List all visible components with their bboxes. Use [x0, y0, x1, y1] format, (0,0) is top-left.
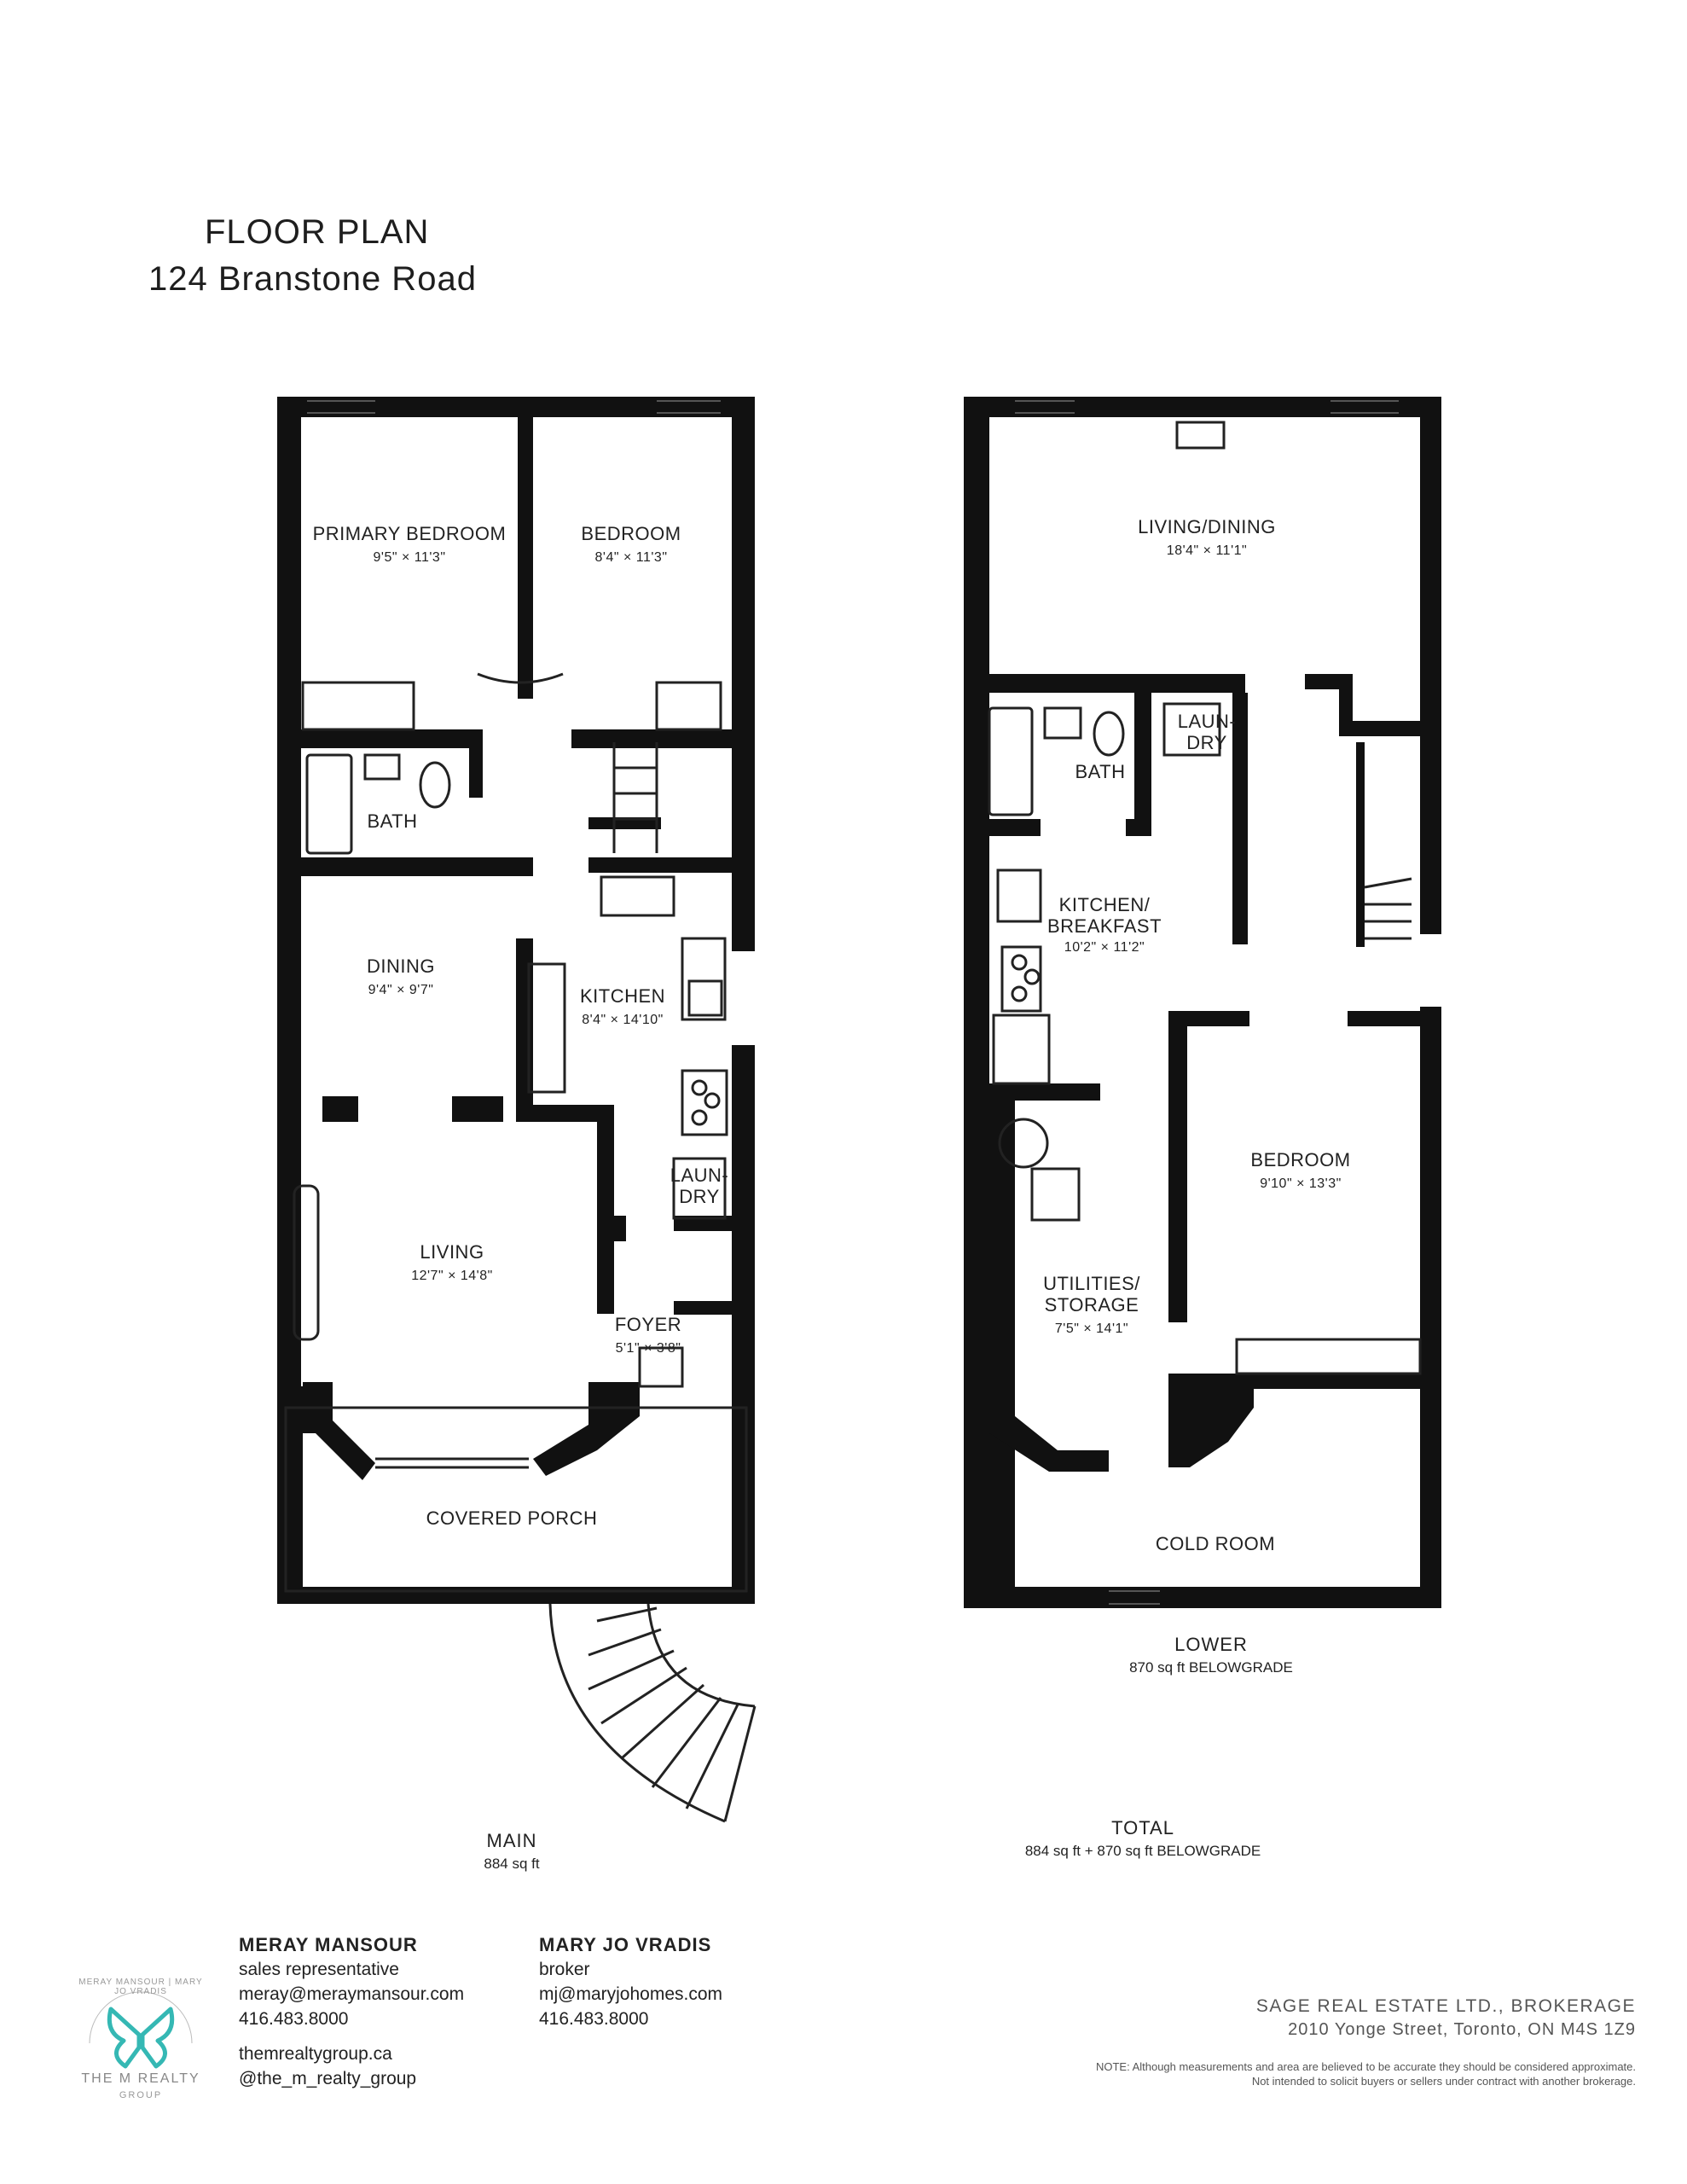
room-cold-room: COLD ROOM: [1156, 1533, 1275, 1554]
room-kitchen-breakfast: KITCHEN/: [1059, 894, 1151, 915]
agent-role: sales representative: [239, 1960, 399, 1979]
lower-room-labels: LIVING/DINING 18'4" × 11'1" BATH LAUN- D…: [1043, 516, 1350, 1554]
butterfly-icon: [107, 2007, 175, 2069]
svg-text:DRY: DRY: [1186, 732, 1227, 753]
svg-text:10'2" × 11'2": 10'2" × 11'2": [1064, 940, 1145, 955]
brokerage-info: SAGE REAL ESTATE LTD., BROKERAGE 2010 Yo…: [1096, 1996, 1636, 2088]
agent-phone[interactable]: 416.483.8000: [539, 2009, 649, 2029]
room-covered-porch: COVERED PORCH: [426, 1507, 598, 1529]
room-utilities-storage: UTILITIES/: [1043, 1273, 1140, 1294]
lower-floor-walls: [964, 397, 1441, 1608]
svg-text:8'4" × 11'3": 8'4" × 11'3": [594, 550, 667, 565]
agent-maryjo: MARY JO VRADIS broker mj@maryjohomes.com…: [539, 1932, 722, 2031]
room-lower-bath: BATH: [1075, 761, 1125, 782]
svg-text:STORAGE: STORAGE: [1045, 1294, 1139, 1316]
room-primary-bedroom: PRIMARY BEDROOM: [313, 523, 507, 544]
agent-role: broker: [539, 1960, 590, 1979]
brokerage-address: 2010 Yonge Street, Toronto, ON M4S 1Z9: [1288, 2020, 1636, 2039]
room-lower-bedroom: BEDROOM: [1250, 1149, 1350, 1170]
room-dining: DINING: [367, 956, 435, 977]
room-living-dining: LIVING/DINING: [1138, 516, 1276, 537]
plan-title: FLOOR PLAN: [205, 213, 430, 251]
svg-text:12'7" × 14'8": 12'7" × 14'8": [411, 1269, 493, 1283]
logo-name: THE M REALTY: [81, 2071, 200, 2086]
social-handle[interactable]: @the_m_realty_group: [239, 2069, 417, 2088]
plan-address: 124 Branstone Road: [148, 260, 477, 298]
website-link[interactable]: themrealtygroup.ca: [239, 2044, 392, 2064]
svg-text:18'4" × 11'1": 18'4" × 11'1": [1167, 543, 1247, 558]
svg-text:7'5" × 14'1": 7'5" × 14'1": [1055, 1321, 1128, 1336]
svg-text:5'1" × 3'8": 5'1" × 3'8": [616, 1341, 681, 1356]
room-bedroom: BEDROOM: [581, 523, 681, 544]
agent-name: MARY JO VRADIS: [539, 1934, 712, 1955]
main-room-labels: PRIMARY BEDROOM 9'5" × 11'3" BEDROOM 8'4…: [313, 523, 729, 1529]
logo-arc-text: MERAY MANSOUR | MARY JO VRADIS: [78, 1978, 203, 1996]
room-kitchen: KITCHEN: [580, 985, 665, 1007]
room-living: LIVING: [420, 1241, 484, 1263]
svg-text:9'10" × 13'3": 9'10" × 13'3": [1260, 1176, 1342, 1191]
svg-text:8'4" × 14'10": 8'4" × 14'10": [582, 1013, 664, 1027]
disclaimer-note-2: Not intended to solicit buyers or seller…: [1251, 2075, 1636, 2088]
agent-email-link[interactable]: meray@meraymansour.com: [239, 1984, 465, 2004]
svg-text:9'4" × 9'7": 9'4" × 9'7": [368, 983, 434, 997]
brokerage-name: SAGE REAL ESTATE LTD., BROKERAGE: [1255, 1996, 1636, 2016]
agent-phone[interactable]: 416.483.8000: [239, 2009, 349, 2029]
room-bath: BATH: [367, 810, 417, 832]
agent-meray: MERAY MANSOUR sales representative meray…: [239, 1932, 464, 2091]
main-floor-caption: MAIN 884 sq ft: [484, 1830, 540, 1872]
svg-text:9'5" × 11'3": 9'5" × 11'3": [373, 550, 445, 565]
lower-floor-caption: LOWER 870 sq ft BELOWGRADE: [1129, 1634, 1293, 1676]
disclaimer-note: NOTE: Although measurements and area are…: [1095, 2060, 1636, 2073]
svg-text:BREAKFAST: BREAKFAST: [1047, 915, 1162, 937]
realty-logo: MERAY MANSOUR | MARY JO VRADIS THE M REA…: [64, 1962, 217, 2107]
logo-sub: GROUP: [119, 2090, 163, 2100]
curved-stairs: [548, 1603, 757, 1823]
room-foyer: FOYER: [615, 1314, 681, 1335]
total-caption: TOTAL 884 sq ft + 870 sq ft BELOWGRADE: [1024, 1817, 1261, 1859]
room-lower-laundry: LAUN-: [1178, 711, 1237, 732]
room-laundry: LAUN-: [670, 1165, 729, 1186]
agent-email-link[interactable]: mj@maryjohomes.com: [539, 1984, 723, 2004]
svg-text:DRY: DRY: [679, 1186, 720, 1207]
agent-name: MERAY MANSOUR: [239, 1934, 418, 1955]
